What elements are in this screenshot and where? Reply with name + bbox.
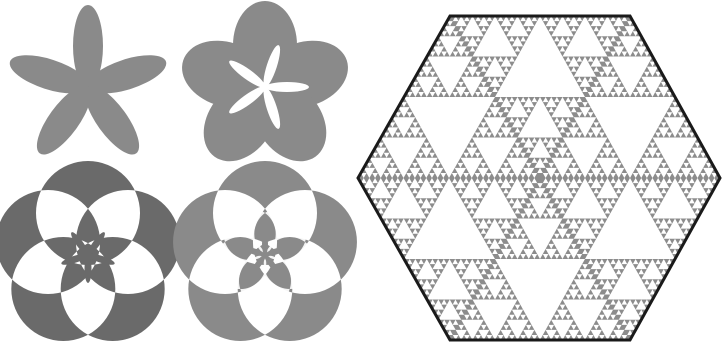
rose-five-lobes [173,1,356,175]
rose-overlapping-circles-inner-petal [85,255,92,283]
rose-five-petals [5,5,170,162]
rose-overlapping-circles [0,161,180,341]
rose-circle-lattice [173,161,357,341]
rose-circle-lattice-center-petal [262,233,268,255]
sierpinski-hexagon [358,16,720,340]
rose-five-lobes-gap [265,82,309,92]
